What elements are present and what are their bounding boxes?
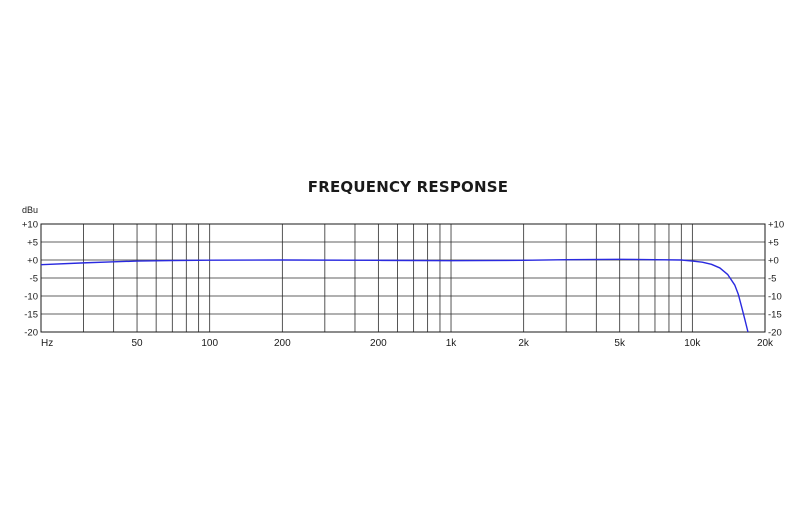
y-tick-label-right-0: +10 xyxy=(768,220,784,231)
y-tick-label-left-6: -20 xyxy=(24,328,38,339)
x-tick-label-5: 1k xyxy=(446,338,458,349)
y-axis-unit-label: dBu xyxy=(22,205,39,215)
y-tick-label-left-0: +10 xyxy=(22,220,38,231)
y-tick-label-left-1: +5 xyxy=(27,238,38,249)
y-tick-labels-left: +10 +5 +0 -5 -10 -15 -20 xyxy=(22,220,38,339)
y-tick-label-right-4: -10 xyxy=(768,292,782,303)
plot-frame xyxy=(40,223,766,333)
x-tick-label-9: 20k xyxy=(757,338,774,349)
x-tick-labels: Hz 50 100 200 200 1k 2k 5k 10k 20k xyxy=(41,338,774,349)
series-layer xyxy=(40,258,749,333)
x-tick-label-6: 2k xyxy=(518,338,530,349)
y-tick-labels-right: +10 +5 +0 -5 -10 -15 -20 xyxy=(768,220,784,339)
y-tick-label-right-5: -15 xyxy=(768,310,782,321)
y-tick-label-right-2: +0 xyxy=(768,256,779,267)
x-tick-label-1: 50 xyxy=(131,338,143,349)
y-tick-label-right-6: -20 xyxy=(768,328,782,339)
y-tick-label-left-2: +0 xyxy=(27,256,38,267)
series-line-0 xyxy=(40,258,749,333)
x-tick-label-8: 10k xyxy=(684,338,701,349)
plot-border xyxy=(40,223,766,333)
y-tick-label-right-3: -5 xyxy=(768,274,776,285)
x-tick-label-4: 200 xyxy=(370,338,387,349)
y-tick-label-right-1: +5 xyxy=(768,238,779,249)
y-tick-label-left-5: -15 xyxy=(24,310,38,321)
x-tick-label-7: 5k xyxy=(614,338,626,349)
x-tick-label-2: 100 xyxy=(201,338,218,349)
y-tick-label-left-3: -5 xyxy=(30,274,38,285)
y-tick-label-left-4: -10 xyxy=(24,292,38,303)
x-tick-label-0: Hz xyxy=(41,338,53,349)
grid xyxy=(40,223,766,333)
chart-title: FREQUENCY RESPONSE xyxy=(307,178,509,196)
x-tick-label-3: 200 xyxy=(274,338,291,349)
